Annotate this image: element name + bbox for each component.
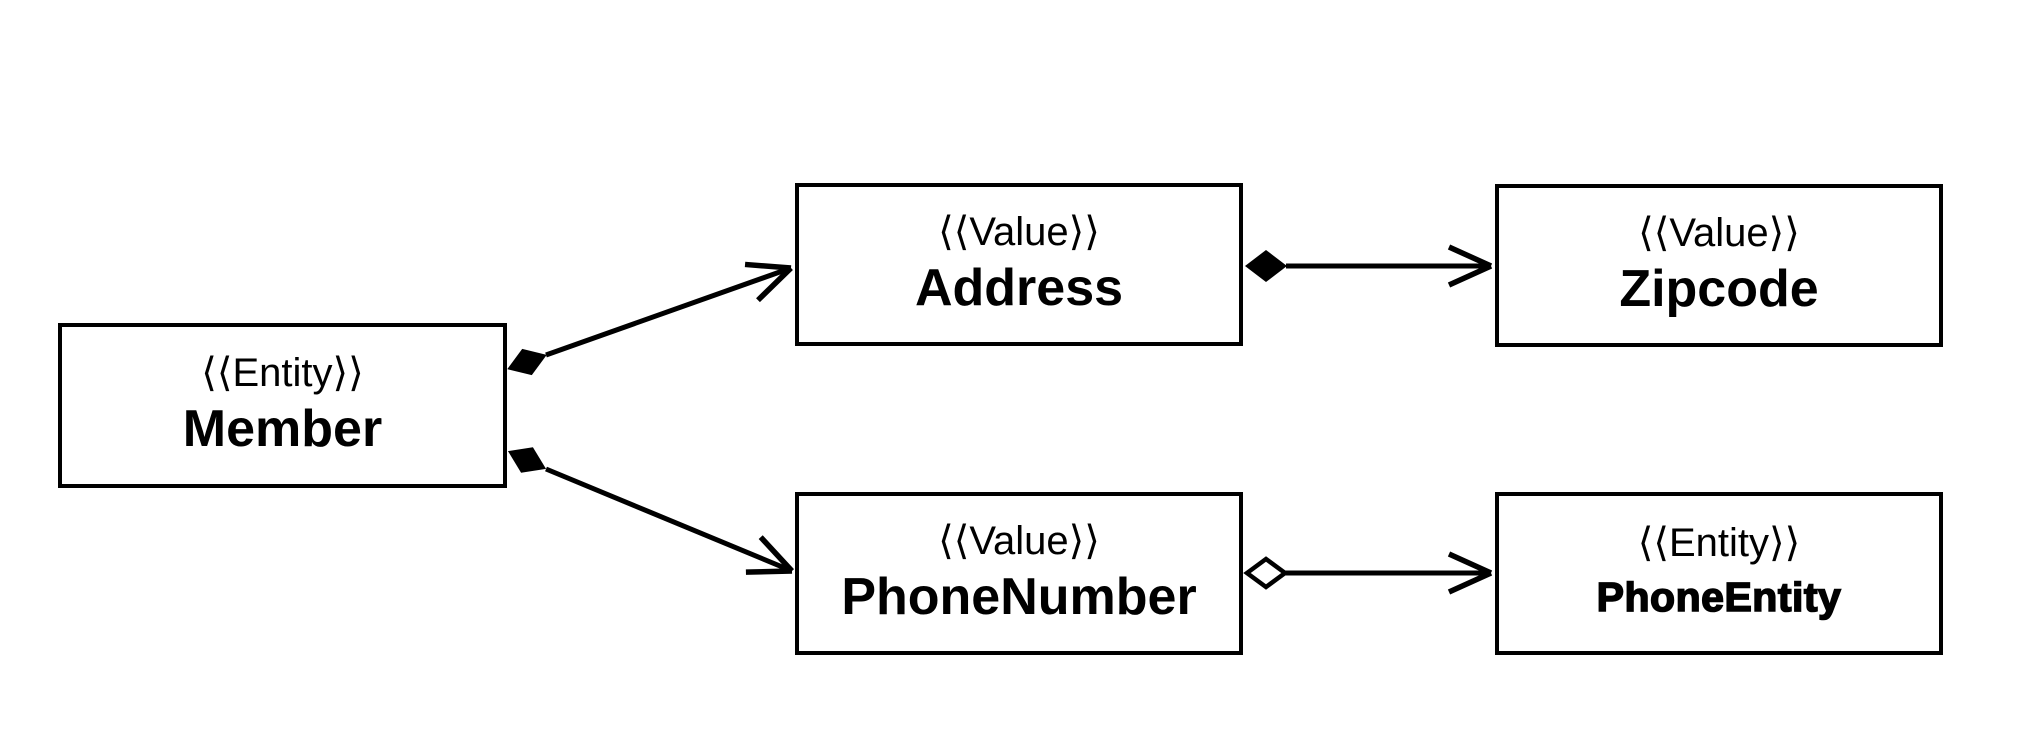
open-arrowhead-icon xyxy=(745,535,795,575)
node-member-name: Member xyxy=(182,400,383,458)
node-address-name: Address xyxy=(914,259,1124,317)
open-arrowhead-icon xyxy=(1447,551,1493,595)
node-zipcode-name: Zipcode xyxy=(1619,260,1819,318)
node-phonenumber-stereotype: ⟨⟨Value⟩⟩ xyxy=(938,519,1100,563)
node-phonenumber-name: PhoneNumber xyxy=(841,568,1197,626)
edge-member-phonenumber xyxy=(507,447,795,575)
edge-phonenumber-phoneentity xyxy=(1243,551,1493,595)
edge-line xyxy=(545,466,793,574)
edge-member-address xyxy=(507,261,793,376)
node-phonenumber: ⟨⟨Value⟩⟩ PhoneNumber xyxy=(795,492,1243,655)
edge-line xyxy=(545,265,792,358)
node-zipcode: ⟨⟨Value⟩⟩ Zipcode xyxy=(1495,184,1943,347)
node-phoneentity-name: PhoneEntity xyxy=(1596,573,1842,621)
open-arrowhead-icon xyxy=(744,261,793,303)
composition-filled-diamond-icon xyxy=(1245,250,1287,282)
node-address: ⟨⟨Value⟩⟩ Address xyxy=(795,183,1243,346)
aggregation-hollow-diamond-icon xyxy=(1243,556,1289,590)
node-zipcode-stereotype: ⟨⟨Value⟩⟩ xyxy=(1638,211,1800,255)
node-member-stereotype: ⟨⟨Entity⟩⟩ xyxy=(201,351,364,395)
open-arrowhead-icon xyxy=(1447,244,1493,288)
edge-address-zipcode xyxy=(1245,244,1493,288)
node-phoneentity: ⟨⟨Entity⟩⟩ PhoneEntity xyxy=(1495,492,1943,655)
node-address-stereotype: ⟨⟨Value⟩⟩ xyxy=(938,210,1100,254)
node-member: ⟨⟨Entity⟩⟩ Member xyxy=(58,323,507,488)
node-phoneentity-stereotype: ⟨⟨Entity⟩⟩ xyxy=(1637,520,1801,565)
composition-filled-diamond-icon xyxy=(507,447,547,473)
composition-filled-diamond-icon xyxy=(507,348,547,376)
